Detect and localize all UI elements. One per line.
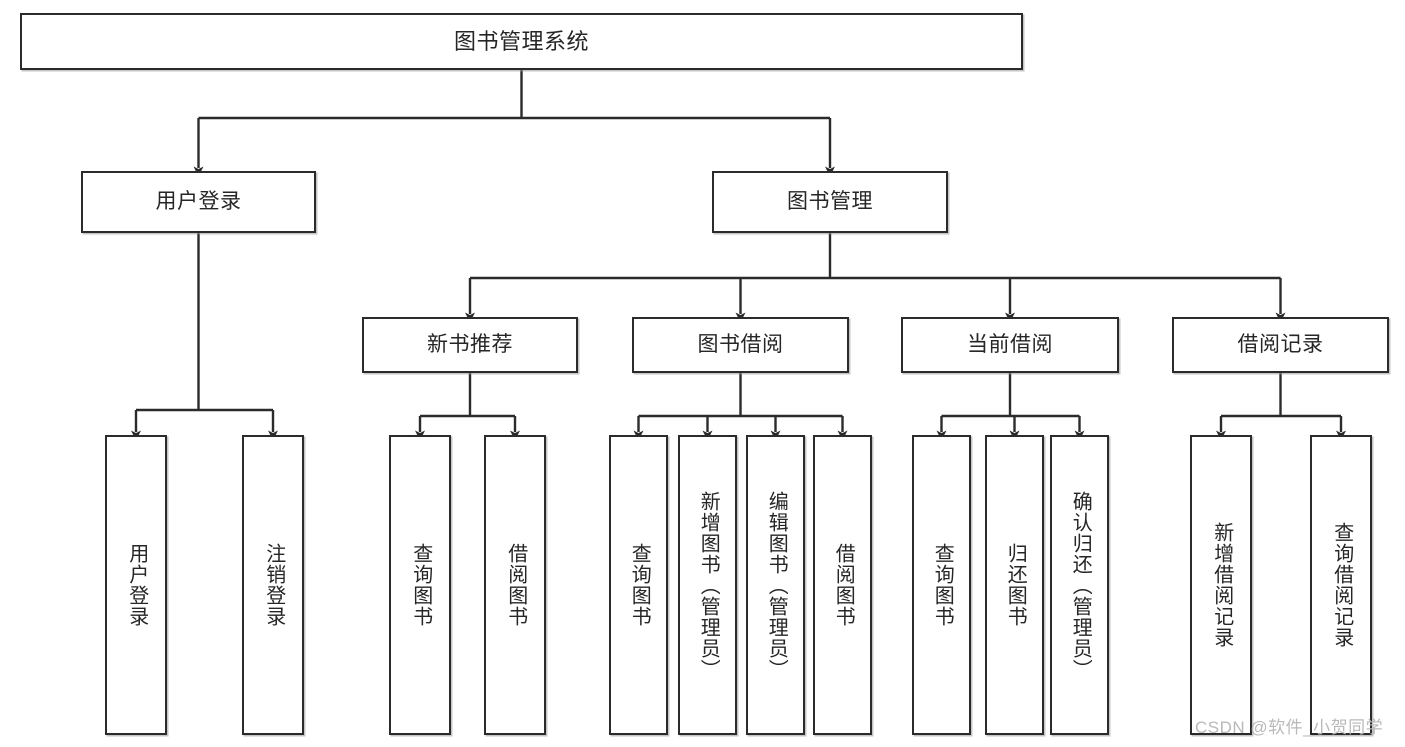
node-leaf-9[interactable]: 归还图书: [985, 435, 1044, 735]
node-leaf-6-label: 编辑图书（管理员）: [765, 490, 788, 680]
node-leaf-10[interactable]: 确认归还（管理员）: [1050, 435, 1109, 735]
node-leaf-1[interactable]: 注销登录: [242, 435, 304, 735]
node-leaf-10-label: 确认归还（管理员）: [1069, 490, 1092, 680]
node-level2-2[interactable]: 当前借阅: [901, 317, 1119, 373]
node-root-label: 图书管理系统: [453, 28, 589, 54]
node-level2-2-label: 当前借阅: [967, 332, 1053, 356]
node-leaf-7[interactable]: 借阅图书: [813, 435, 872, 735]
node-leaf-6[interactable]: 编辑图书（管理员）: [746, 435, 805, 735]
node-leaf-12-label: 查询借阅记录: [1330, 522, 1353, 648]
node-level2-1-label: 图书借阅: [697, 332, 784, 356]
node-leaf-11[interactable]: 新增借阅记录: [1190, 435, 1252, 735]
node-root[interactable]: 图书管理系统: [20, 13, 1023, 70]
node-leaf-12[interactable]: 查询借阅记录: [1310, 435, 1372, 735]
node-level1-1[interactable]: 图书管理: [712, 171, 948, 233]
node-leaf-7-label: 借阅图书: [832, 543, 855, 627]
node-leaf-3-label: 借阅图书: [504, 543, 527, 627]
node-leaf-2-label: 查询图书: [409, 543, 432, 627]
node-level2-0-label: 新书推荐: [427, 332, 513, 356]
node-leaf-4[interactable]: 查询图书: [609, 435, 668, 735]
node-level1-0[interactable]: 用户登录: [81, 171, 316, 233]
node-leaf-9-label: 归还图书: [1004, 543, 1027, 627]
node-level2-3[interactable]: 借阅记录: [1172, 317, 1389, 373]
node-leaf-3[interactable]: 借阅图书: [484, 435, 546, 735]
node-leaf-1-label: 注销登录: [262, 543, 285, 627]
node-leaf-2[interactable]: 查询图书: [389, 435, 451, 735]
node-level2-3-label: 借阅记录: [1237, 332, 1324, 356]
node-leaf-4-label: 查询图书: [628, 543, 651, 627]
node-leaf-5[interactable]: 新增图书（管理员）: [678, 435, 737, 735]
node-level2-1[interactable]: 图书借阅: [632, 317, 849, 373]
csdn-watermark: CSDN @软件_小贺同学: [1195, 718, 1384, 737]
node-level1-0-label: 用户登录: [155, 189, 242, 213]
node-level2-0[interactable]: 新书推荐: [362, 317, 578, 373]
node-leaf-8[interactable]: 查询图书: [912, 435, 971, 735]
node-leaf-5-label: 新增图书（管理员）: [697, 490, 720, 680]
node-leaf-11-label: 新增借阅记录: [1210, 522, 1233, 648]
node-leaf-0[interactable]: 用户登录: [105, 435, 167, 735]
node-level1-1-label: 图书管理: [787, 189, 873, 213]
node-leaf-0-label: 用户登录: [125, 543, 148, 627]
node-leaf-8-label: 查询图书: [931, 543, 954, 627]
